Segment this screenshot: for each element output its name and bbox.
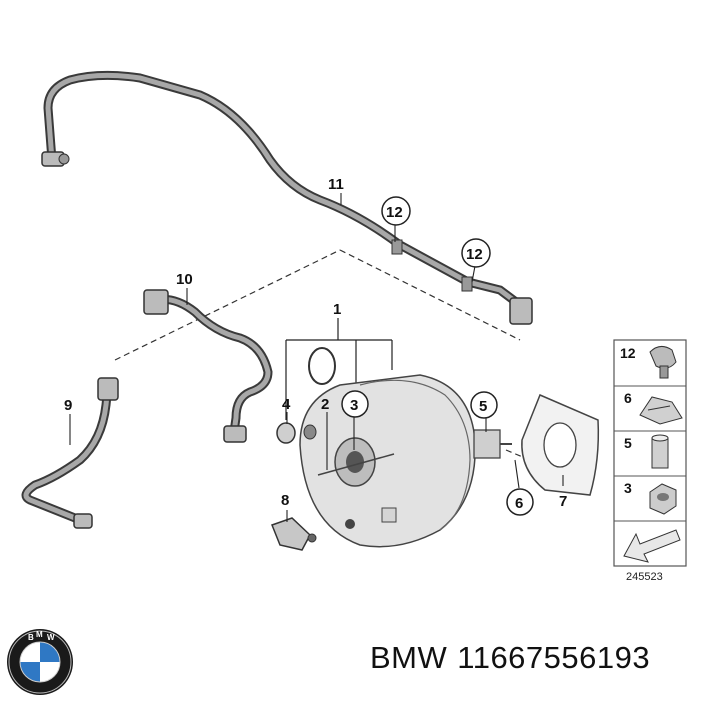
- callout-1: 1: [333, 301, 341, 318]
- callout-12b: 12: [466, 246, 483, 263]
- legend-num-6: 6: [624, 390, 632, 406]
- legend-num-3: 3: [624, 480, 632, 496]
- brake-booster: [299, 374, 512, 548]
- callout-12a: 12: [386, 204, 403, 221]
- callout-4: 4: [282, 396, 291, 413]
- callout-9: 9: [64, 397, 72, 414]
- callout-10: 10: [176, 271, 193, 288]
- dashed-lead-lines: [114, 249, 526, 459]
- callout-8: 8: [281, 492, 289, 509]
- svg-text:B: B: [28, 633, 34, 642]
- callout-2: 2: [321, 396, 329, 413]
- part1-bracket: [285, 318, 393, 420]
- callout-12-circle: [381, 196, 411, 226]
- callout-3: 3: [350, 397, 358, 414]
- pressure-sensor: [271, 517, 317, 551]
- callouts: 11 12 12 10 1 9 4 2 3 5 6 7 8: [64, 176, 567, 516]
- svg-text:M: M: [36, 630, 43, 639]
- callout-6: 6: [515, 495, 523, 512]
- callout-12b-circle: [461, 238, 491, 268]
- brand-name: BMW: [370, 640, 448, 675]
- hex-nut-icon: [649, 483, 677, 515]
- callout-5: 5: [479, 398, 487, 415]
- vacuum-hose-middle: [143, 289, 273, 443]
- vacuum-hose-upper: [41, 70, 533, 325]
- hose-clamp-icon: [649, 346, 677, 379]
- part-number: 11667556193: [457, 640, 651, 675]
- callout-3-circle: [341, 390, 369, 418]
- callout-6-circle: [506, 488, 534, 516]
- bmw-logo: B M W: [7, 629, 73, 695]
- cylinder-pin-icon: [651, 434, 669, 469]
- legend-num-5: 5: [624, 435, 632, 451]
- callout-7: 7: [559, 493, 567, 510]
- reference-number: 245523: [626, 571, 663, 583]
- grommet: [276, 422, 317, 444]
- legend-num-12: 12: [620, 345, 636, 361]
- parts-legend: 12 6 5 3 245523: [613, 339, 687, 583]
- svg-text:W: W: [47, 633, 55, 642]
- callout-leaders: [69, 193, 564, 522]
- spring-clip-icon: [639, 396, 683, 425]
- callout-11: 11: [328, 176, 344, 193]
- arrow-down-left-icon: [623, 529, 681, 563]
- callout-5-circle: [470, 391, 498, 419]
- gasket: [521, 394, 600, 496]
- o-ring: [308, 347, 336, 385]
- brand-caption: BMW 11667556193: [370, 640, 660, 676]
- vacuum-hose-lower: [21, 377, 119, 529]
